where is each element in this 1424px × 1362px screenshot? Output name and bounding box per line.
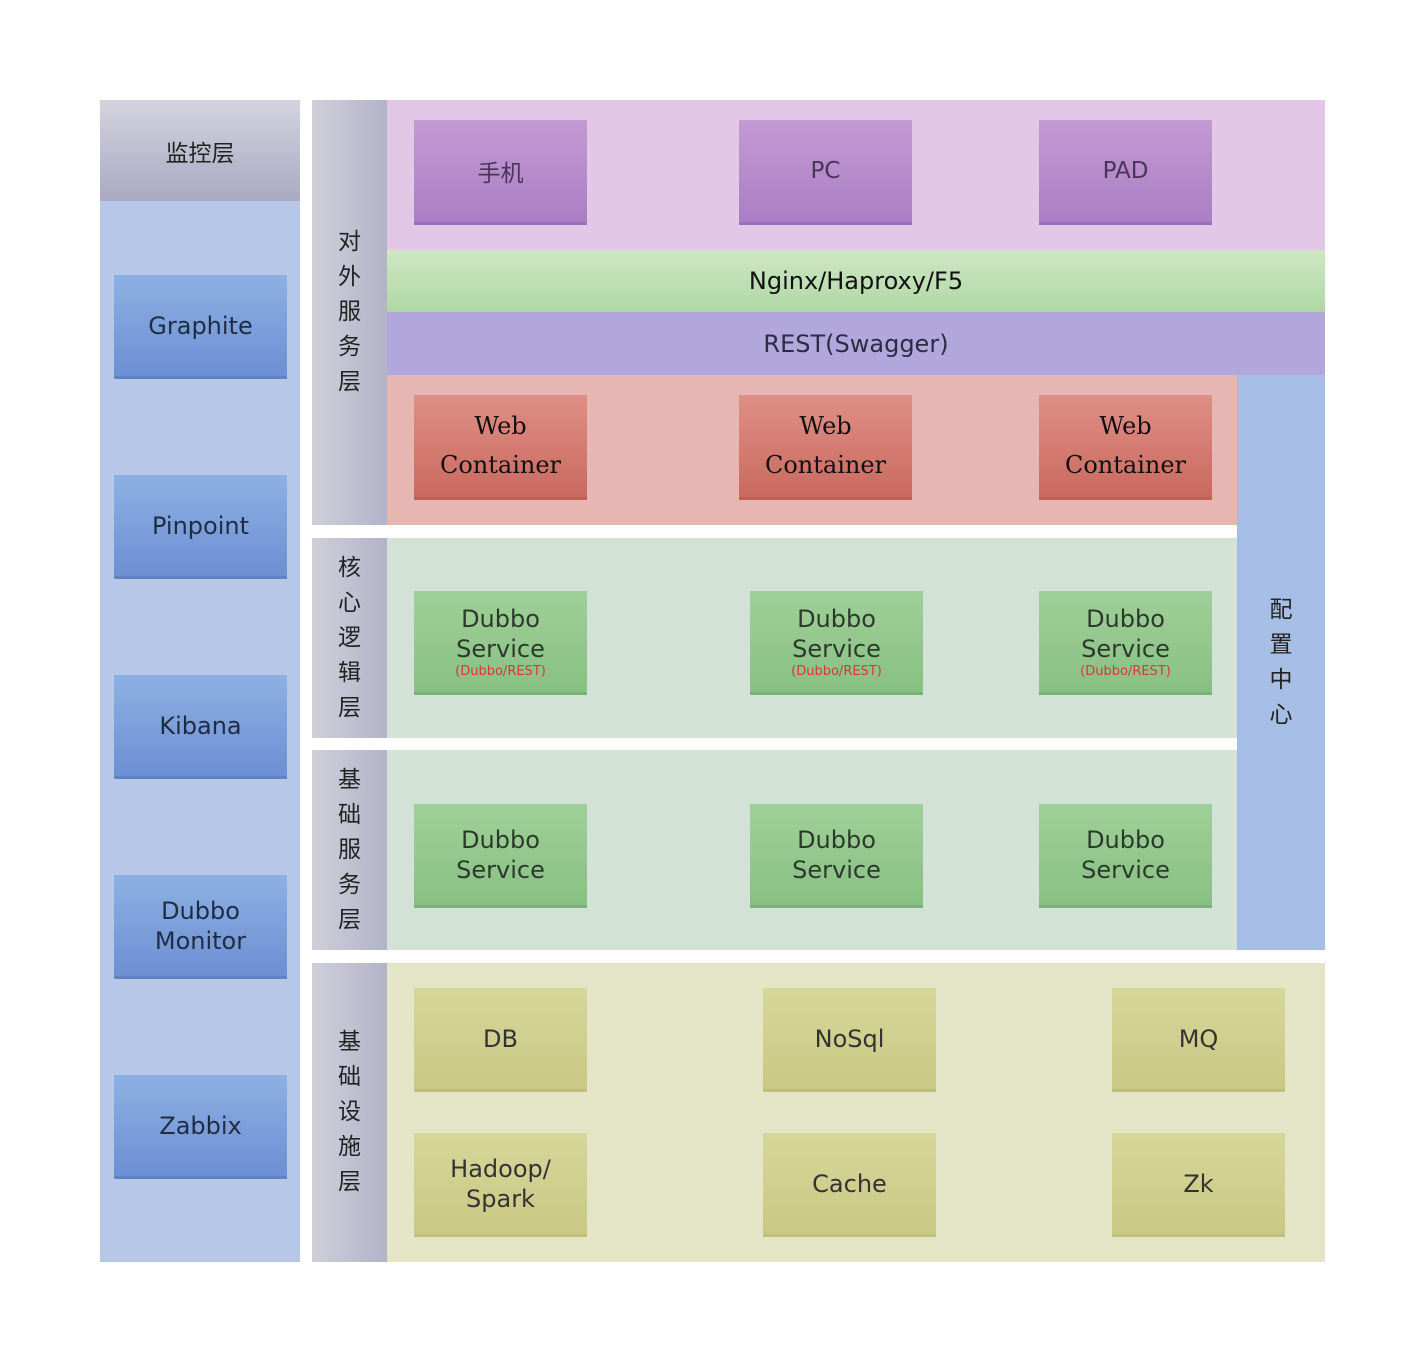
nosql-box: NoSql	[763, 988, 936, 1092]
service-label-line2: Service	[792, 634, 881, 663]
service-protocol-label: (Dubbo/REST)	[455, 663, 546, 679]
service-label-line1: Dubbo	[1086, 604, 1165, 633]
service-protocol-label: (Dubbo/REST)	[1080, 663, 1171, 679]
pinpoint-box: Pinpoint	[114, 475, 287, 579]
web-label-line2: Container	[764, 451, 887, 479]
base-dubbo-service-box: Dubbo Service	[414, 804, 587, 908]
layer-char: 务	[338, 334, 361, 360]
layer-char: 施	[338, 1134, 361, 1160]
layer-char: 服	[338, 836, 361, 863]
hadoop-label-line1: Hadoop/	[450, 1154, 551, 1183]
db-box: DB	[414, 988, 587, 1092]
zk-box: Zk	[1112, 1133, 1285, 1237]
config-char: 中	[1269, 666, 1293, 693]
core-dubbo-service-box: Dubbo Service (Dubbo/REST)	[750, 591, 923, 695]
monitor-layer-title: 监控层	[100, 100, 300, 201]
hadoop-spark-box: Hadoop/ Spark	[414, 1133, 587, 1237]
layer-char: 层	[338, 694, 361, 721]
web-label-line1: Web	[799, 412, 852, 440]
pc-client-box: PC	[739, 120, 912, 225]
config-center: 配 置 中 心	[1237, 375, 1325, 950]
layer-char: 层	[338, 1169, 361, 1195]
layer-char: 辑	[338, 659, 361, 686]
zabbix-box: Zabbix	[114, 1075, 287, 1179]
web-label-line2: Container	[1064, 451, 1187, 479]
core-dubbo-service-box: Dubbo Service (Dubbo/REST)	[414, 591, 587, 695]
base-dubbo-service-box: Dubbo Service	[1039, 804, 1212, 908]
core-logic-layer-label: 核 心 逻 辑 层	[312, 538, 387, 738]
layer-char: 础	[338, 801, 361, 828]
config-char: 置	[1269, 631, 1293, 658]
layer-char: 心	[338, 589, 361, 616]
web-label-line1: Web	[474, 412, 527, 440]
mobile-client-box: 手机	[414, 120, 587, 225]
web-container-box: Web Container	[1039, 395, 1212, 500]
service-label-line2: Service	[456, 634, 545, 663]
web-container-box: Web Container	[739, 395, 912, 500]
layer-char: 基	[338, 1029, 361, 1055]
hadoop-label-line2: Spark	[466, 1184, 535, 1213]
web-label-line2: Container	[439, 451, 562, 479]
cache-box: Cache	[763, 1133, 936, 1237]
layer-char: 层	[338, 369, 361, 395]
config-char: 配	[1269, 596, 1293, 623]
dubbo-monitor-box: Dubbo Monitor	[114, 875, 287, 979]
service-protocol-label: (Dubbo/REST)	[791, 663, 882, 679]
layer-char: 逻	[338, 624, 361, 651]
layer-char: 服	[338, 299, 361, 325]
layer-char: 基	[338, 766, 361, 793]
service-label-line1: Dubbo	[1086, 825, 1165, 854]
layer-char: 础	[338, 1064, 361, 1090]
layer-char: 核	[338, 554, 361, 581]
service-label-line1: Dubbo	[797, 825, 876, 854]
layer-char: 层	[338, 906, 361, 933]
infrastructure-layer-label: 基 础 设 施 层	[312, 963, 387, 1262]
layer-char: 设	[338, 1099, 361, 1125]
core-dubbo-service-box: Dubbo Service (Dubbo/REST)	[1039, 591, 1212, 695]
layer-char: 对	[338, 229, 361, 255]
service-label-line1: Dubbo	[461, 825, 540, 854]
kibana-box: Kibana	[114, 675, 287, 779]
service-label-line2: Service	[1081, 634, 1170, 663]
layer-char: 务	[338, 871, 361, 898]
load-balancer-bar: Nginx/Haproxy/F5	[387, 250, 1325, 312]
pad-client-box: PAD	[1039, 120, 1212, 225]
service-label-line2: Service	[456, 855, 545, 884]
config-char: 心	[1269, 701, 1293, 728]
service-label-line2: Service	[792, 855, 881, 884]
mq-box: MQ	[1112, 988, 1285, 1092]
service-label-line1: Dubbo	[797, 604, 876, 633]
web-label-line1: Web	[1099, 412, 1152, 440]
service-label-line1: Dubbo	[461, 604, 540, 633]
graphite-box: Graphite	[114, 275, 287, 379]
base-service-layer-label: 基 础 服 务 层	[312, 750, 387, 950]
layer-char: 外	[338, 264, 361, 290]
web-container-box: Web Container	[414, 395, 587, 500]
service-label-line2: Service	[1081, 855, 1170, 884]
rest-swagger-bar: REST(Swagger)	[387, 312, 1325, 375]
external-service-layer-label: 对 外 服 务 层	[312, 100, 387, 525]
base-dubbo-service-box: Dubbo Service	[750, 804, 923, 908]
